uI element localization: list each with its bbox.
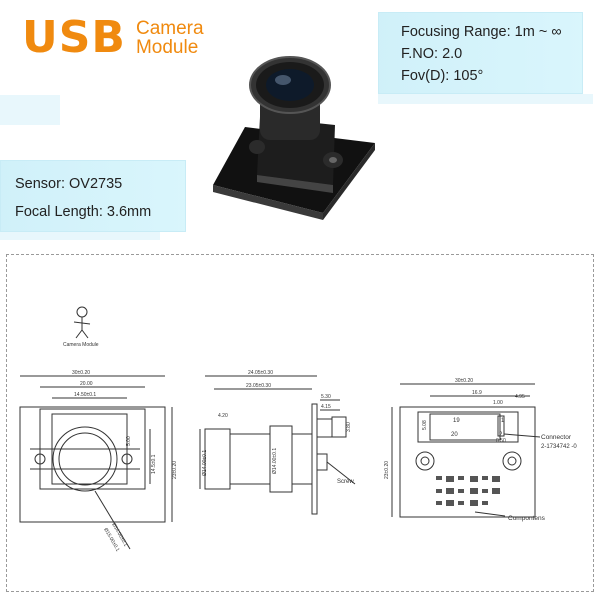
decor-streak [378,94,593,104]
side-dim-inner: 23.05±0.30 [246,383,271,389]
back-label-components: Compontens [508,515,546,522]
technical-drawing: Camera Module 30±0.20 20.00 14.50±0.1 23… [19,306,577,553]
spec-focal-length: Focal Length: 3.6mm [15,204,152,220]
brand-subtitle-line2: Module [135,37,199,58]
back-components [436,476,500,506]
decor-streak [0,95,60,125]
spec-fno: F.NO: 2.0 [401,46,463,62]
back-dim-width: 30±0.20 [455,378,473,384]
front-view: 30±0.20 20.00 14.50±0.1 23±0.20 14.5±0.1… [19,370,178,553]
front-dim-right-small: 5.00 [126,436,132,446]
front-dim-width: 30±0.20 [72,370,90,376]
back-pin-1: 1 [501,418,505,424]
side-label-screw: Screw [337,479,354,485]
back-dim-d: 5.08 [422,420,428,430]
back-dim-height: 23±0.20 [384,461,390,479]
back-pin-19: 19 [453,418,460,424]
back-dim-e: 0.50 [496,438,506,444]
decor-streak [0,232,160,240]
side-dim-total: 24.05±0.30 [248,370,273,376]
drawing-logo: Camera Module [63,306,99,348]
back-dim-c: 4.95 [515,394,525,400]
spec-sensor: Sensor: OV2735 [15,176,123,192]
back-pin-2: 2 [499,432,503,438]
front-dim-hole: 14.50±0.1 [74,392,96,398]
side-dim-dia-b: Ø14.00±0.1 [272,448,278,474]
side-dim-a: 5.30 [321,394,331,400]
side-dim-dia-a: Ø14.00±0.1 [202,450,208,476]
drawing-logo-caption: Camera Module [63,342,99,348]
brand-subtitle: Camera Module [136,19,204,57]
back-label-connector: Connector [541,434,572,441]
back-dim-a: 16.9 [472,390,482,396]
brand-logo: USB Camera Module [22,16,204,60]
back-pin-20: 20 [451,432,458,438]
side-dim-b: 4.15 [321,404,331,410]
back-view: 30±0.20 16.9 1.00 4.95 5.08 0.50 23±0.20… [384,378,577,522]
camera-module-image [213,56,375,220]
spec-focusing-range: Focusing Range: 1m ~ ∞ [401,24,562,40]
brand-subtitle-line1: Camera [135,18,204,39]
spec-fov: Fov(D): 105° [401,68,484,84]
front-dim-right: 14.5±0.1 [151,454,157,474]
specs-card-left: Sensor: OV2735 Focal Length: 3.6mm [0,160,186,232]
side-dim-c: 4.20 [218,413,228,419]
technical-drawing-frame [6,254,594,592]
specs-card-top: Focusing Range: 1m ~ ∞ F.NO: 2.0 Fov(D):… [378,12,583,94]
side-dim-d: 3.80 [346,422,352,432]
front-dim-inner: 20.00 [80,381,93,387]
brand-usb-text: USB [22,12,126,63]
side-view: 24.05±0.30 23.05±0.30 5.30 4.15 4.20 3.8… [199,370,356,515]
back-label-connector-part: 2-1734742 -0 [541,444,577,450]
back-dim-b: 1.00 [493,400,503,406]
front-dim-height: 23±0.20 [172,461,178,479]
